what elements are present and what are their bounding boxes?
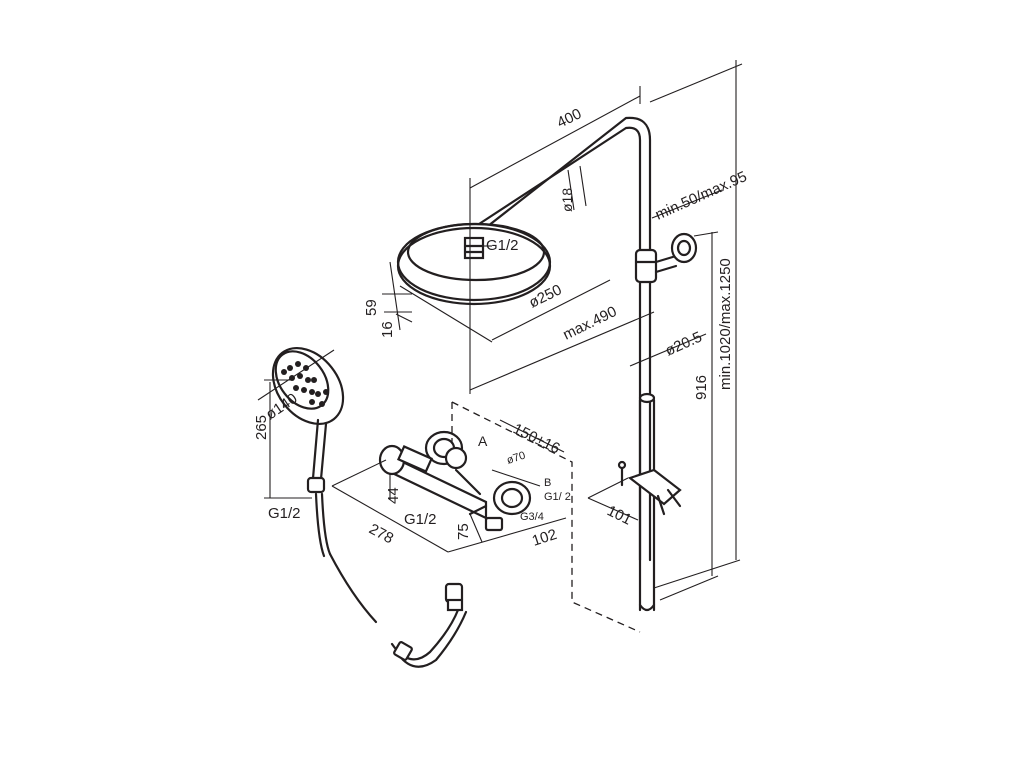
- label-mixer-inlet: G1/2: [404, 511, 437, 528]
- label-mixer-body-diameter: ø70: [505, 450, 527, 467]
- shower-hose: [314, 492, 468, 668]
- label-holder-size: 101: [604, 502, 634, 528]
- label-projection: max.490: [560, 303, 619, 344]
- slide-rail: [634, 232, 698, 612]
- label-mixer-depth: 102: [530, 526, 559, 550]
- dimension-labels: 400 ø18 min.50/max.95 G1/2 ø250 59 16 ma…: [253, 105, 750, 549]
- label-wall-bracket-distance: min.50/max.95: [653, 168, 750, 224]
- label-outlet-a: A: [478, 433, 488, 449]
- label-arm-length: 400: [554, 105, 584, 131]
- label-inlet-g34: G3/4: [520, 511, 544, 523]
- label-outlet-depth: 75: [455, 523, 472, 540]
- label-handshower-length: 265: [253, 415, 270, 440]
- label-outlet-b: B: [544, 477, 551, 489]
- label-rail-length: 916: [693, 375, 710, 400]
- label-rail-diameter: ø20.5: [663, 329, 705, 360]
- handshower-holder: [617, 460, 682, 516]
- installation-outline: [451, 401, 641, 633]
- label-total-height: min.1020/max.1250: [717, 258, 734, 390]
- label-arm-diameter: ø18: [559, 188, 575, 212]
- label-mixer-height: 44: [385, 487, 402, 504]
- label-handshower-connection: G1/2: [268, 505, 301, 522]
- label-head-height: 59: [363, 299, 380, 316]
- handshower: [271, 346, 345, 494]
- label-connection-b: G1/ 2: [544, 491, 571, 503]
- label-mixer-length: 278: [366, 521, 396, 548]
- label-head-connection: G1/2: [486, 237, 519, 254]
- thermostatic-mixer: [378, 430, 532, 532]
- head-shower: [396, 222, 552, 306]
- dimension-lines: [257, 60, 743, 601]
- label-head-thickness: 16: [379, 321, 396, 338]
- spray-nozzles: [281, 361, 329, 407]
